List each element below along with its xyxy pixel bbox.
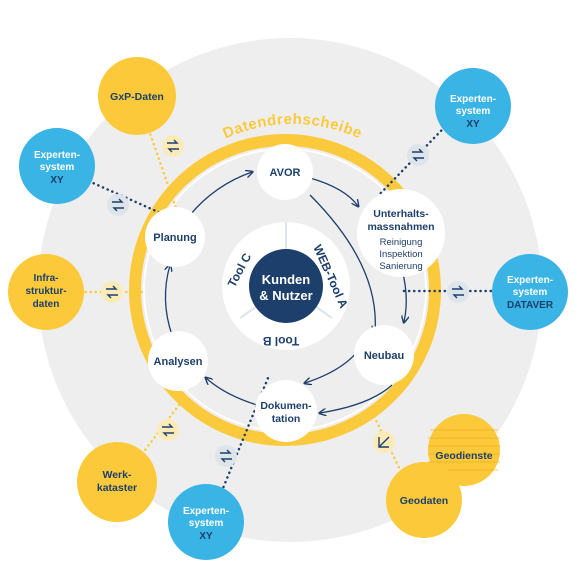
- satellite-expertensystem-tr: Experten- system XY: [435, 68, 511, 144]
- svg-text:XY: XY: [50, 175, 64, 186]
- svg-text:Werk-: Werk-: [103, 469, 132, 481]
- svg-text:struktur-: struktur-: [25, 286, 66, 297]
- svg-text:GxP-Daten: GxP-Daten: [110, 91, 164, 103]
- link-bubble-werk: [157, 419, 179, 441]
- node-analysen: Analysen: [148, 331, 208, 391]
- svg-text:Sanierung: Sanierung: [379, 261, 422, 272]
- customer-label-line2: & Nutzer: [259, 288, 312, 303]
- svg-text:Experten-: Experten-: [183, 506, 229, 517]
- link-bubble-expert-tl: [107, 194, 129, 216]
- satellite-geodienste: Geodienste: [428, 414, 500, 486]
- svg-text:Dokumen-: Dokumen-: [260, 400, 312, 412]
- link-bubbles: [101, 135, 469, 467]
- node-neubau: Neubau: [354, 325, 414, 385]
- svg-text:Experten-: Experten-: [450, 94, 496, 105]
- svg-text:system: system: [40, 162, 75, 173]
- link-bubble-expert-tr: [407, 144, 429, 166]
- link-bubble-expert-bot: [215, 445, 237, 467]
- customer-label-line1: Kunden: [262, 272, 310, 287]
- satellite-expertensystem-tl: Experten- system XY: [19, 128, 95, 204]
- satellite-gxp-daten: GxP-Daten: [98, 57, 176, 135]
- customer-hub: [249, 249, 323, 323]
- svg-text:Experten-: Experten-: [34, 150, 80, 161]
- satellite-werkkataster: Werk- kataster: [77, 442, 157, 522]
- svg-text:massnahmen: massnahmen: [367, 221, 434, 233]
- node-unterhaltsmassnahmen: Unterhalts- massnahmen Reinigung Inspekt…: [357, 189, 445, 277]
- svg-text:Inspektion: Inspektion: [379, 249, 422, 260]
- tool-wheel: Kunden & Nutzer Tool C WEB-Tool A Tool B: [222, 222, 351, 350]
- tool-b-label: Tool B: [262, 334, 299, 348]
- satellite-geodaten: Geodaten: [386, 462, 462, 538]
- node-avor: AVOR: [257, 144, 313, 200]
- svg-text:Analysen: Analysen: [154, 356, 203, 368]
- link-bubble-geo: [373, 431, 395, 453]
- process-nodes: AVOR Unterhalts- massnahmen Reinigung In…: [145, 144, 445, 442]
- svg-text:Infra-: Infra-: [34, 273, 59, 284]
- svg-text:Experten-: Experten-: [507, 275, 553, 286]
- svg-text:system: system: [513, 287, 548, 298]
- svg-text:DATAVER: DATAVER: [507, 300, 554, 311]
- link-bubble-gxp: [162, 135, 184, 157]
- svg-text:Geodaten: Geodaten: [400, 495, 448, 507]
- svg-text:AVOR: AVOR: [270, 167, 301, 179]
- link-bubble-infra: [101, 281, 123, 303]
- svg-text:Geodienste: Geodienste: [435, 450, 492, 462]
- svg-text:Neubau: Neubau: [364, 350, 404, 362]
- satellites: GxP-Daten Experten- system XY Experten- …: [8, 57, 568, 560]
- svg-text:daten: daten: [33, 299, 60, 310]
- satellite-expertensystem-dataver: Experten- system DATAVER: [492, 254, 568, 330]
- link-bubble-dataver: [447, 281, 469, 303]
- satellite-infrastrukturdaten: Infra- struktur- daten: [8, 254, 84, 330]
- svg-text:kataster: kataster: [97, 482, 137, 494]
- node-dokumentation: Dokumen- tation: [255, 380, 317, 442]
- satellite-expertensystem-bottom: Experten- system XY: [168, 484, 244, 560]
- svg-text:Unterhalts-: Unterhalts-: [373, 208, 429, 220]
- node-planung: Planung: [145, 207, 205, 267]
- svg-text:XY: XY: [466, 119, 480, 130]
- svg-text:XY: XY: [199, 531, 213, 542]
- svg-text:Planung: Planung: [153, 232, 196, 244]
- svg-text:tation: tation: [272, 413, 301, 425]
- svg-text:Reinigung: Reinigung: [380, 237, 423, 248]
- svg-text:system: system: [456, 106, 491, 117]
- svg-text:system: system: [189, 518, 224, 529]
